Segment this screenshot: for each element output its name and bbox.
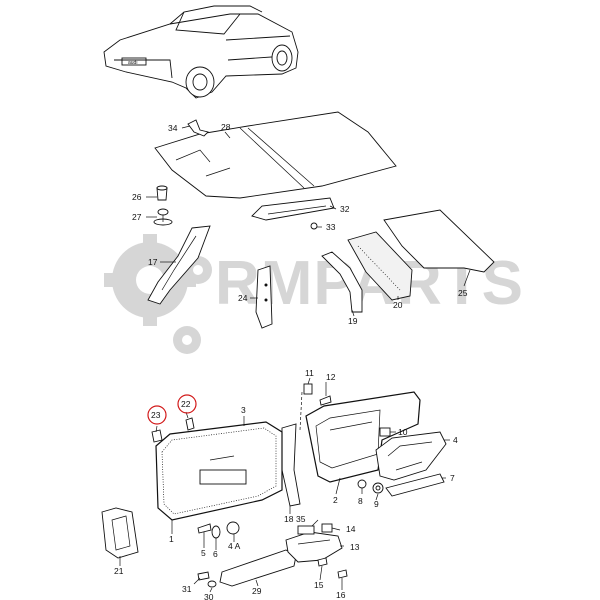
- part-13: [285, 531, 343, 563]
- callout-19[interactable]: 19: [348, 316, 358, 326]
- callout-18[interactable]: 18: [284, 514, 294, 524]
- part-25: [383, 209, 495, 273]
- gear-icon: [104, 234, 212, 354]
- callout-28[interactable]: 28: [221, 122, 231, 132]
- callout-20[interactable]: 20: [393, 300, 403, 310]
- callout-10[interactable]: 10: [398, 427, 408, 437]
- part-34: [187, 119, 209, 137]
- callout-4a[interactable]: 4 A: [228, 541, 241, 551]
- callout-9[interactable]: 9: [374, 499, 379, 509]
- part-7: [385, 473, 445, 497]
- part-17: [147, 225, 211, 305]
- part-20: [347, 231, 413, 301]
- callout-24[interactable]: 24: [238, 293, 248, 303]
- callout-22[interactable]: 22: [181, 399, 191, 409]
- part-31: [197, 571, 210, 581]
- callout-labels: 34 28 26 27 32 33 17 24 19 20 25 11 12 3…: [114, 122, 468, 600]
- part-23: [151, 429, 163, 443]
- callout-3[interactable]: 3: [241, 405, 246, 415]
- part-door-panel: [155, 421, 283, 521]
- part-6: [211, 525, 221, 539]
- callout-16[interactable]: 16: [336, 590, 346, 600]
- callout-15[interactable]: 15: [314, 580, 324, 590]
- highlight-markers: [147, 394, 197, 425]
- highlight-ring-22: [177, 394, 197, 414]
- callout-4[interactable]: 4: [453, 435, 458, 445]
- part-33: [310, 222, 318, 230]
- part-5: [197, 523, 212, 534]
- car-illustration: audi: [103, 5, 299, 99]
- callout-33[interactable]: 33: [326, 222, 336, 232]
- part-9: [372, 482, 384, 494]
- callout-1[interactable]: 1: [169, 534, 174, 544]
- part-24: [255, 265, 273, 329]
- callout-35[interactable]: 35: [296, 514, 306, 524]
- part-21: [101, 507, 139, 559]
- callout-5[interactable]: 5: [201, 548, 206, 558]
- callout-11[interactable]: 11: [305, 368, 314, 378]
- part-35: [297, 525, 315, 535]
- leader-lines: [119, 125, 471, 593]
- callout-23[interactable]: 23: [151, 410, 161, 420]
- callout-32[interactable]: 32: [340, 204, 350, 214]
- callout-31[interactable]: 31: [182, 584, 192, 594]
- callout-8[interactable]: 8: [358, 496, 363, 506]
- part-11: [303, 383, 313, 395]
- callout-14[interactable]: 14: [346, 524, 356, 534]
- callout-13[interactable]: 13: [350, 542, 360, 552]
- callout-27[interactable]: 27: [132, 212, 142, 222]
- part-14: [321, 523, 333, 533]
- callout-26[interactable]: 26: [132, 192, 142, 202]
- part-22: [185, 417, 195, 431]
- part-8: [357, 479, 367, 489]
- part-headliner: [154, 111, 397, 199]
- part-12: [319, 395, 332, 406]
- part-29: [219, 549, 297, 587]
- highlight-ring-23: [147, 405, 167, 425]
- part-rear-side-panel: [305, 391, 421, 483]
- part-15: [317, 557, 328, 567]
- part-19: [321, 251, 363, 313]
- callout-2[interactable]: 2: [333, 495, 338, 505]
- callout-29[interactable]: 29: [252, 586, 262, 596]
- part-32: [251, 197, 335, 221]
- part-27: [153, 208, 173, 226]
- part-30: [207, 580, 217, 588]
- callout-21[interactable]: 21: [114, 566, 124, 576]
- part-10: [379, 427, 391, 437]
- part-4: [375, 431, 447, 481]
- callout-17[interactable]: 17: [148, 257, 158, 267]
- callout-6[interactable]: 6: [213, 549, 218, 559]
- part-16: [337, 569, 348, 579]
- callout-34[interactable]: 34: [168, 123, 178, 133]
- car-badge: audi: [128, 60, 137, 66]
- callout-7[interactable]: 7: [450, 473, 455, 483]
- callout-30[interactable]: 30: [204, 592, 214, 600]
- part-4a: [226, 521, 240, 535]
- part-18: [281, 391, 303, 507]
- callout-12[interactable]: 12: [326, 372, 336, 382]
- part-26: [156, 185, 168, 201]
- callout-25[interactable]: 25: [458, 288, 468, 298]
